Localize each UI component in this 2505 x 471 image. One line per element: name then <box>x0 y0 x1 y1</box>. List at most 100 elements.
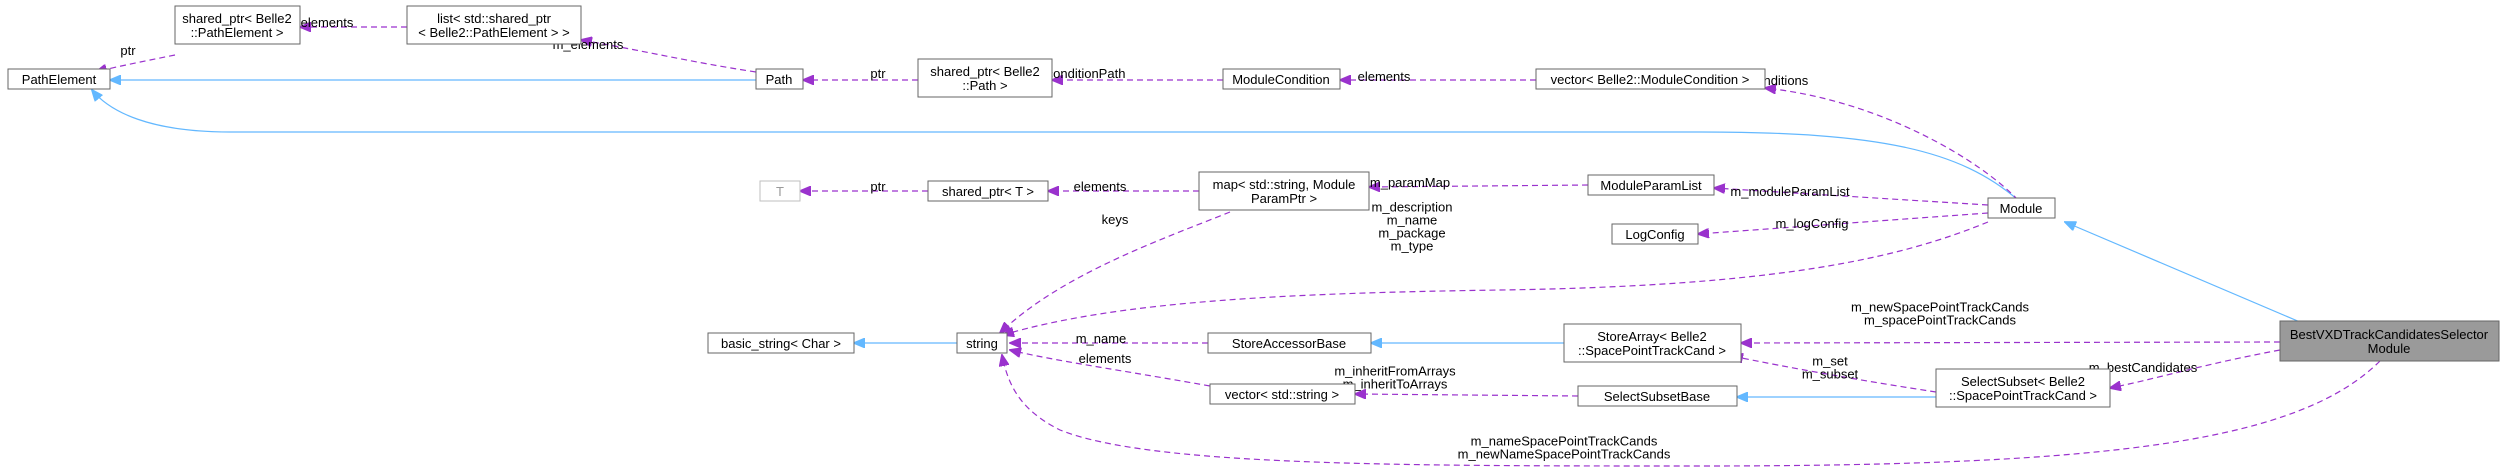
svg-text:list< std::shared_ptr< Belle2:: list< std::shared_ptr< Belle2::PathEleme… <box>418 11 569 40</box>
svg-text:shared_ptr< Belle2::Path >: shared_ptr< Belle2::Path > <box>930 64 1040 93</box>
svg-text:Path: Path <box>766 72 793 87</box>
text-line: Module <box>2000 201 2043 216</box>
text-line: m_paramMap <box>1370 175 1450 190</box>
label-elements-vector-string: elements <box>1079 351 1132 366</box>
label-keys: keys <box>1102 212 1129 227</box>
edge-module-to-pathelement <box>92 90 2019 201</box>
text-line: m_moduleParamList <box>1730 184 1850 199</box>
text-line: m_set <box>1812 353 1848 368</box>
edge-path-to-list <box>581 40 757 73</box>
node-store-accessor-base[interactable]: StoreAccessorBase <box>1207 332 1372 354</box>
svg-text:PathElement: PathElement <box>22 72 97 87</box>
node-module[interactable]: Module <box>1987 197 2056 219</box>
edge-map-to-string <box>1000 211 1231 333</box>
text-line: PathElement <box>22 72 97 87</box>
text-line: SelectSubset< Belle2 <box>1961 374 2085 389</box>
text-line: StoreAccessorBase <box>1232 336 1346 351</box>
text-line: ModuleCondition <box>1232 72 1330 87</box>
node-path[interactable]: Path <box>755 68 804 90</box>
node-path-element[interactable]: PathElement <box>7 68 111 90</box>
text-line: m_spacePointTrackCands <box>1864 312 2016 327</box>
text-line: m_description <box>1372 199 1453 214</box>
svg-text:T: T <box>776 184 784 199</box>
svg-text:StoreAccessorBase: StoreAccessorBase <box>1232 336 1346 351</box>
text-line: m_subset <box>1802 366 1859 381</box>
nodes: PathElement shared_ptr< Belle2::PathElem… <box>7 5 2500 408</box>
text-line: ParamPtr > <box>1251 191 1317 206</box>
text-line: ptr <box>870 66 886 81</box>
text-line: map< std::string, Module <box>1213 177 1356 192</box>
label-m-parammap: m_paramMap <box>1370 175 1450 190</box>
text-line: m_inheritToArrays <box>1343 376 1448 391</box>
text-line: m_type <box>1391 238 1434 253</box>
text-line: LogConfig <box>1625 227 1684 242</box>
text-line: vector< Belle2::ModuleCondition > <box>1551 72 1750 87</box>
text-line: ptr <box>120 43 136 58</box>
node-shared-ptr-t[interactable]: shared_ptr< T > <box>927 180 1049 202</box>
text-line: shared_ptr< Belle2 <box>182 11 292 26</box>
text-line: m_nameSpacePointTrackCands <box>1471 433 1658 448</box>
node-select-subset-base[interactable]: SelectSubsetBase <box>1577 385 1738 407</box>
edge-module-to-vector-mc <box>1765 88 2019 201</box>
text-line: ::Path > <box>962 78 1007 93</box>
text-line: m_package <box>1378 225 1445 240</box>
text-line: m_conditionPath <box>1029 66 1126 81</box>
text-line: m_newSpacePointTrackCands <box>1851 299 2029 314</box>
edge-bestvxd-to-storearray <box>1741 342 2281 343</box>
edge-bestvxd-to-module <box>2065 222 2301 323</box>
node-select-subset-spacepoint-trackcand[interactable]: SelectSubset< Belle2::SpacePointTrackCan… <box>1935 368 2111 408</box>
svg-text:shared_ptr< Belle2::PathElemen: shared_ptr< Belle2::PathElement > <box>182 11 292 40</box>
svg-text:StoreArray< Belle2::SpacePoint: StoreArray< Belle2::SpacePointTrackCand … <box>1578 329 1726 358</box>
text-line: Module <box>2368 341 2411 356</box>
label-m-logconfig: m_logConfig <box>1776 216 1849 231</box>
label-elements-list: elements <box>301 15 354 30</box>
svg-text:SelectSubsetBase: SelectSubsetBase <box>1604 389 1710 404</box>
edge-labels: ptr elements m_elements ptr m_conditionP… <box>120 15 2197 462</box>
node-store-array-spacepoint-trackcand[interactable]: StoreArray< Belle2::SpacePointTrackCand … <box>1563 323 1742 363</box>
text-line: BestVXDTrackCandidatesSelector <box>2290 327 2489 342</box>
text-line: StoreArray< Belle2 <box>1597 329 1706 344</box>
text-line: ptr <box>870 179 886 194</box>
node-shared-ptr-path-element[interactable]: shared_ptr< Belle2::PathElement > <box>174 5 301 45</box>
text-line: ::SpacePointTrackCand > <box>1949 388 2097 403</box>
node-vector-std-string[interactable]: vector< std::string > <box>1209 383 1356 405</box>
text-line: SelectSubsetBase <box>1604 389 1710 404</box>
label-m-conditionpath: m_conditionPath <box>1029 66 1126 81</box>
label-m-name: m_name <box>1076 331 1127 346</box>
text-line: < Belle2::PathElement > > <box>418 25 569 40</box>
text-line: T <box>776 184 784 199</box>
node-log-config[interactable]: LogConfig <box>1611 223 1699 245</box>
text-line: m_newNameSpacePointTrackCands <box>1458 446 1671 461</box>
text-line: basic_string< Char > <box>721 336 841 351</box>
inheritance-edges <box>92 80 2301 397</box>
edge-moduleparamlist-to-map <box>1369 185 1589 187</box>
node-shared-ptr-path[interactable]: shared_ptr< Belle2::Path > <box>917 58 1053 98</box>
node-list-shared-ptr-path-element[interactable]: list< std::shared_ptr< Belle2::PathEleme… <box>406 5 582 45</box>
node-module-condition[interactable]: ModuleCondition <box>1222 68 1341 90</box>
node-string[interactable]: string <box>956 332 1008 354</box>
label-elements-vector-mc: elements <box>1358 69 1411 84</box>
node-module-param-list[interactable]: ModuleParamList <box>1587 174 1715 196</box>
text-line: elements <box>301 15 354 30</box>
text-line: string <box>966 336 998 351</box>
text-line: elements <box>1079 351 1132 366</box>
edge-module-to-string <box>1003 221 1989 335</box>
text-line: m_name <box>1076 331 1127 346</box>
edge-vector-string-to-string <box>1010 350 1211 387</box>
text-line: elements <box>1358 69 1411 84</box>
node-vector-module-condition[interactable]: vector< Belle2::ModuleCondition > <box>1535 68 1766 90</box>
svg-text:SelectSubset< Belle2::SpacePoi: SelectSubset< Belle2::SpacePointTrackCan… <box>1949 374 2097 403</box>
text-line: ::PathElement > <box>191 25 284 40</box>
text-line: Path <box>766 72 793 87</box>
node-t[interactable]: T <box>759 180 801 202</box>
label-m-bestcandidates: m_bestCandidates <box>2089 360 2198 375</box>
text-line: m_logConfig <box>1776 216 1849 231</box>
node-basic-string[interactable]: basic_string< Char > <box>707 332 855 354</box>
